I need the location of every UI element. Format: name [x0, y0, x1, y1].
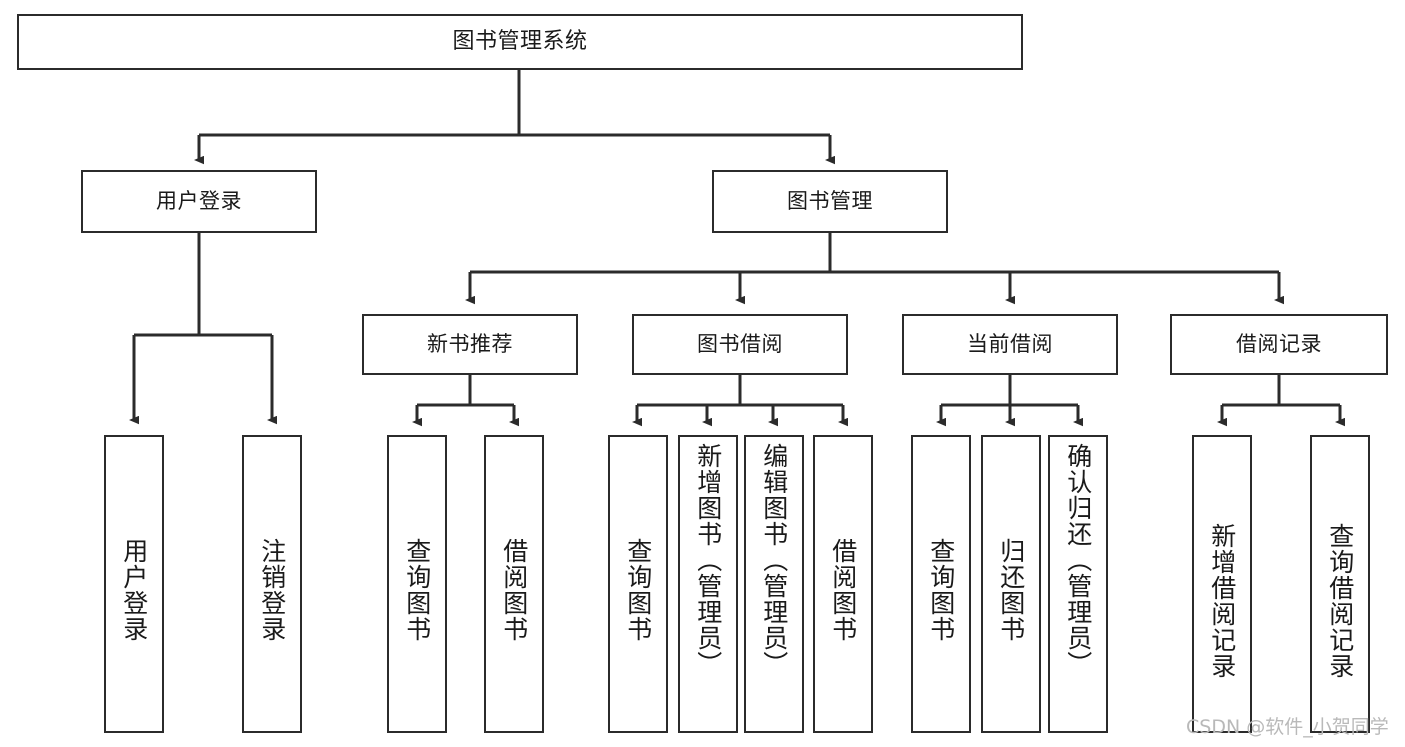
- node-label: 图书管理: [787, 189, 873, 214]
- node-label: 当前借阅: [967, 332, 1053, 357]
- leaf-current-borrow-confirm-return-admin[interactable]: 确认归还（管理员）: [1048, 435, 1108, 733]
- leaf-user-login-logout[interactable]: 注销登录: [242, 435, 302, 733]
- leaf-book-borrow-borrow-books[interactable]: 借阅图书: [813, 435, 873, 733]
- node-label: 借阅记录: [1236, 332, 1322, 357]
- node-label: 新增借阅记录: [1207, 523, 1237, 679]
- node-current-borrow[interactable]: 当前借阅: [902, 314, 1118, 375]
- node-new-book-recommend[interactable]: 新书推荐: [362, 314, 578, 375]
- leaf-current-borrow-return-books[interactable]: 归还图书: [981, 435, 1041, 733]
- node-label: 编辑图书（管理员）: [759, 443, 789, 677]
- leaf-borrow-record-add-record[interactable]: 新增借阅记录: [1192, 435, 1252, 733]
- leaf-new-book-query-books[interactable]: 查询图书: [387, 435, 447, 733]
- leaf-book-borrow-edit-book-admin[interactable]: 编辑图书（管理员）: [744, 435, 804, 733]
- node-label: 用户登录: [156, 189, 242, 214]
- node-label: 查询图书: [623, 538, 653, 642]
- node-root-book-management-system[interactable]: 图书管理系统: [17, 14, 1023, 70]
- node-book-management[interactable]: 图书管理: [712, 170, 948, 233]
- leaf-new-book-borrow-books[interactable]: 借阅图书: [484, 435, 544, 733]
- node-label: 归还图书: [996, 538, 1026, 642]
- node-label: 借阅图书: [499, 538, 529, 642]
- node-label: 查询图书: [926, 538, 956, 642]
- node-book-borrow[interactable]: 图书借阅: [632, 314, 848, 375]
- node-label: 确认归还（管理员）: [1063, 443, 1093, 677]
- leaf-borrow-record-query-record[interactable]: 查询借阅记录: [1310, 435, 1370, 733]
- leaf-current-borrow-query-books[interactable]: 查询图书: [911, 435, 971, 733]
- node-borrow-record[interactable]: 借阅记录: [1170, 314, 1388, 375]
- node-label: 注销登录: [257, 538, 287, 642]
- node-label: 用户登录: [119, 538, 149, 642]
- leaf-book-borrow-query-books[interactable]: 查询图书: [608, 435, 668, 733]
- node-label: 图书借阅: [697, 332, 783, 357]
- node-user-login[interactable]: 用户登录: [81, 170, 317, 233]
- leaf-user-login-login[interactable]: 用户登录: [104, 435, 164, 733]
- csdn-watermark: CSDN @软件_小贺同学: [1186, 716, 1389, 738]
- node-label: 新增图书（管理员）: [693, 443, 723, 677]
- node-label: 借阅图书: [828, 538, 858, 642]
- leaf-book-borrow-add-book-admin[interactable]: 新增图书（管理员）: [678, 435, 738, 733]
- node-label: 新书推荐: [427, 332, 513, 357]
- node-label: 查询借阅记录: [1325, 523, 1355, 679]
- node-label: 查询图书: [402, 538, 432, 642]
- node-label: 图书管理系统: [452, 29, 588, 55]
